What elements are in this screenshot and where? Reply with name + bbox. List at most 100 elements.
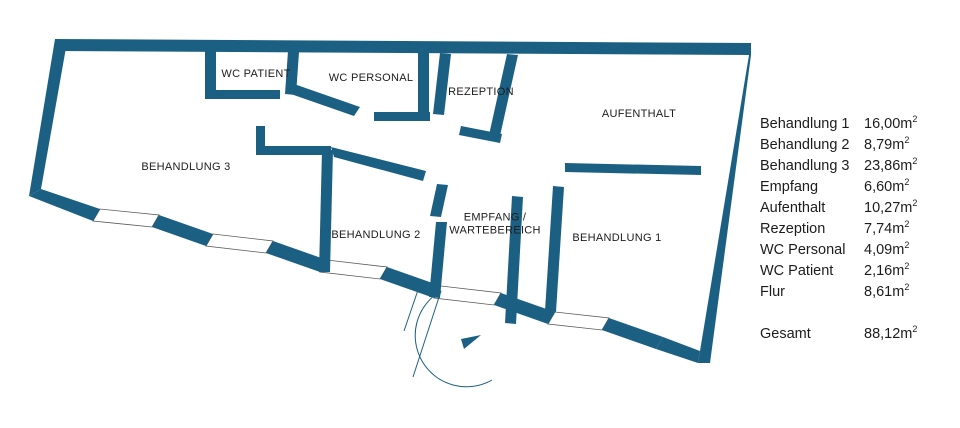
entrance-door-group <box>403 289 493 388</box>
partition-beh1-left <box>545 186 564 312</box>
partition-aufenthalt-bottom <box>565 163 701 175</box>
exterior-wall-bottom-seg-4 <box>380 267 441 298</box>
legend-room-name: Flur <box>760 284 785 300</box>
legend-room-area: 16,00m2 <box>864 115 917 132</box>
legend-area-number: 23,86m <box>864 158 913 174</box>
legend-room-area: 10,27m2 <box>864 198 918 216</box>
legend-row: WC Personal 4,09m2 <box>760 240 955 263</box>
room-label-behandlung_2: BEHANDLUNG 2 <box>331 229 420 241</box>
partition-wc-personal-right <box>418 53 429 120</box>
room-label-line: AUFENTHALT <box>602 108 676 120</box>
legend-row: WC Patient 2,16m2 <box>760 262 955 284</box>
partition-wc-patient-right <box>285 51 299 95</box>
legend-room-name: Rezeption <box>760 221 826 237</box>
legend-area-number: 8,61m <box>864 284 905 300</box>
window-bottom-1 <box>92 208 160 228</box>
legend-row: Flur 8,61m2 <box>760 282 955 305</box>
legend-room-name: Behandlung 2 <box>760 137 850 153</box>
legend-room-name: WC Patient <box>760 263 834 279</box>
room-label-line: WARTEBEREICH <box>449 224 541 236</box>
room-label-line: REZEPTION <box>448 86 514 98</box>
room-label-aufenthalt: AUFENTHALT <box>602 108 676 120</box>
legend-area-number: 2,16m <box>864 263 905 279</box>
legend-area-number: 7,74m <box>864 221 905 237</box>
window-bottom-2 <box>205 233 274 254</box>
exterior-wall-left <box>29 39 67 196</box>
door-jamb-line <box>403 289 419 332</box>
exterior-wall-bottom-left-stub <box>29 189 100 221</box>
partition-rezeption-right <box>489 54 518 136</box>
room-label-empfang: EMPFANG /WARTEBEREICH <box>449 211 541 236</box>
legend-room-area: 4,09m2 <box>864 240 910 258</box>
partition-rezeption-left <box>433 53 451 115</box>
legend-room-area: 7,74m2 <box>864 219 910 237</box>
legend-total-label: Gesamt <box>760 326 811 342</box>
legend-area-number: 6,60m <box>864 179 905 195</box>
room-label-line: BEHANDLUNG 3 <box>141 161 230 173</box>
room-label-behandlung_3: BEHANDLUNG 3 <box>141 161 230 173</box>
legend-total-row: Gesamt 88,12m2 <box>760 324 955 347</box>
exterior-wall-bottom-seg-3 <box>266 241 327 272</box>
partition-wc-patient-bottom <box>205 90 280 99</box>
room-label-line: BEHANDLUNG 1 <box>572 232 661 244</box>
legend-area-exponent: 2 <box>904 177 910 188</box>
room-label-line: WC PATIENT <box>221 68 290 80</box>
wall-group <box>29 39 751 363</box>
legend-area-exponent: 2 <box>912 156 918 167</box>
legend-room-area: 8,79m2 <box>864 135 910 153</box>
partition-beh2-right-upper <box>430 184 448 217</box>
legend-room-area: 8,61m2 <box>864 282 910 300</box>
legend-area-number: 4,09m <box>864 242 905 258</box>
legend-row: Rezeption 7,74m2 <box>760 219 955 242</box>
legend-room-area: 6,60m2 <box>864 177 910 195</box>
exterior-wall-bottom-seg-2 <box>152 215 213 246</box>
room-label-line: BEHANDLUNG 2 <box>331 229 420 241</box>
room-label-wc_personal: WC PERSONAL <box>329 72 414 84</box>
door-swing-arc <box>414 290 493 388</box>
window-group <box>92 208 610 331</box>
partition-beh2-right-lower <box>429 222 447 298</box>
legend-row: Aufenthalt 10,27m2 <box>760 198 955 221</box>
legend-area-exponent: 2 <box>904 219 910 230</box>
partition-empfang-right <box>505 196 523 324</box>
partition-corridor-diag <box>331 147 426 181</box>
legend-spacer <box>760 305 955 326</box>
exterior-wall-bottom-seg-6 <box>602 318 663 349</box>
legend-area-exponent: 2 <box>904 240 910 251</box>
door-leaf-line <box>412 290 442 378</box>
partition-wc-personal-bottom <box>374 112 430 121</box>
room-label-group: WC PATIENT WC PERSONAL REZEPTION AUFENTHALT… <box>141 68 676 244</box>
door-direction-arrow-icon <box>461 335 481 349</box>
partition-wc-personal-diag <box>288 84 360 116</box>
partition-wc-patient-left <box>205 51 216 95</box>
window-bottom-5 <box>547 311 610 331</box>
window-bottom-4 <box>433 285 502 306</box>
legend-room-name: Behandlung 3 <box>760 158 850 174</box>
legend-area-exponent: 2 <box>904 135 910 146</box>
legend-row: Behandlung 2 8,79m2 <box>760 135 955 158</box>
legend-room-name: Aufenthalt <box>760 200 826 216</box>
legend-room-name: WC Personal <box>760 242 846 258</box>
room-label-line: EMPFANG / <box>464 211 527 223</box>
exterior-wall-right <box>698 43 751 363</box>
legend-area-exponent: 2 <box>904 282 910 293</box>
room-label-behandlung_1: BEHANDLUNG 1 <box>572 232 661 244</box>
legend-total-value: 88,12m2 <box>864 324 918 342</box>
legend-row: Behandlung 3 23,86m2 <box>760 156 955 179</box>
legend-area-exponent: 2 <box>912 198 918 209</box>
room-label-rezeption: REZEPTION <box>448 86 514 98</box>
partition-beh3-corridor-horiz <box>256 146 331 155</box>
exterior-wall-bottom-right <box>656 337 700 363</box>
legend-room-area: 23,86m2 <box>864 156 918 174</box>
legend-room-area: 2,16m2 <box>864 262 909 279</box>
legend-area-number: 8,79m <box>864 137 905 153</box>
room-label-wc_patient: WC PATIENT <box>221 68 290 80</box>
exterior-wall-top <box>55 39 751 55</box>
room-label-line: WC PERSONAL <box>329 72 414 84</box>
